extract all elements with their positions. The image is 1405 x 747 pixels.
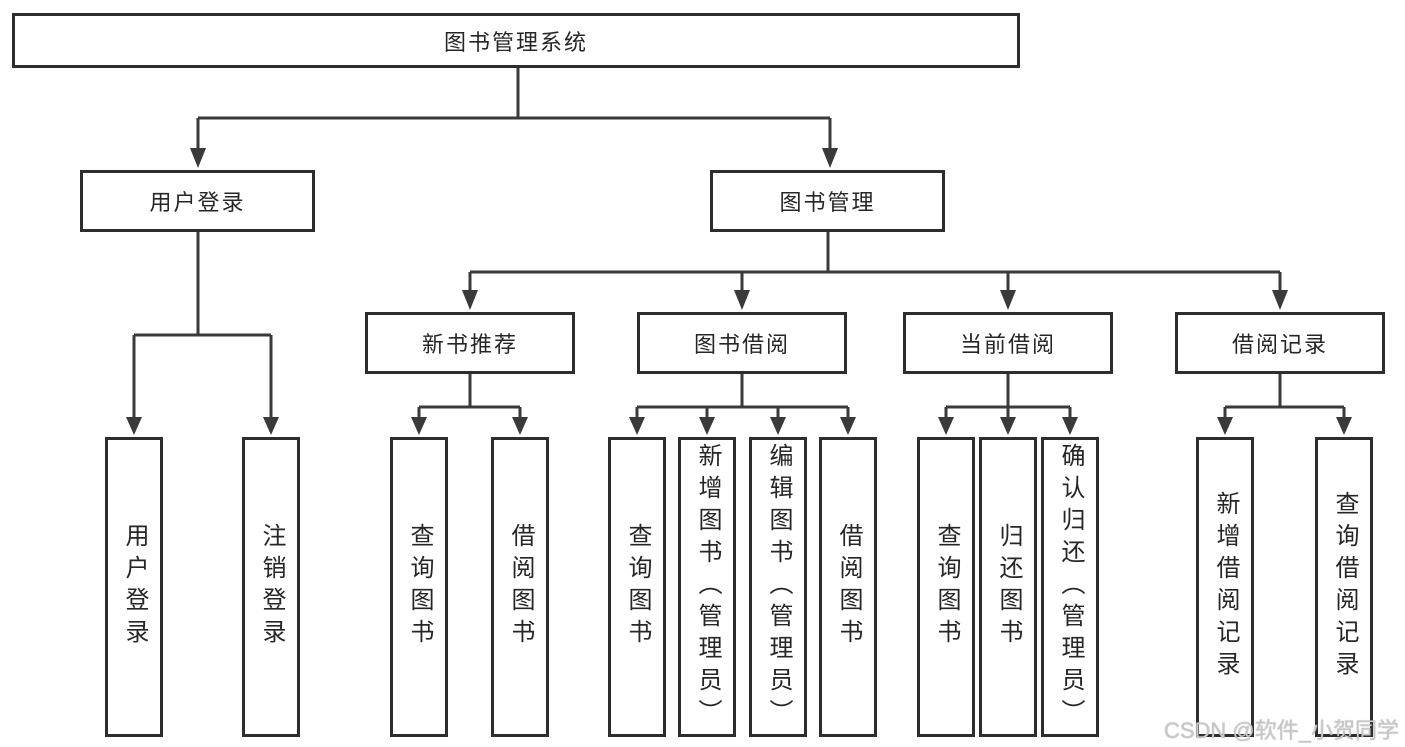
node-current-borrow-label: 当前借阅 — [959, 332, 1056, 357]
node-root-label: 图书管理系统 — [443, 29, 588, 55]
node-leaf-user-login-label: 用户登录 — [121, 523, 148, 651]
connector-user-to-leaves — [126, 232, 279, 435]
node-book-borrow-label: 图书借阅 — [693, 332, 790, 357]
node-book-borrow: 图书借阅 — [637, 312, 847, 374]
node-leaf-current-return-label: 归还图书 — [995, 523, 1022, 651]
node-leaf-record-add-label: 新增借阅记录 — [1212, 491, 1239, 683]
node-leaf-borrow-add: 新增图书（管理员） — [678, 437, 736, 737]
node-current-borrow: 当前借阅 — [903, 312, 1113, 374]
node-leaf-borrow-edit: 编辑图书（管理员） — [749, 437, 807, 737]
connector-root-to-level2 — [190, 68, 838, 168]
node-leaf-borrow-borrow: 借阅图书 — [819, 437, 877, 737]
node-leaf-current-confirm-label: 确认归还（管理员） — [1057, 443, 1084, 731]
node-user-login-label: 用户登录 — [149, 190, 246, 215]
node-leaf-user-logout: 注销登录 — [242, 437, 300, 737]
node-leaf-borrow-add-label: 新增图书（管理员） — [694, 443, 721, 731]
node-leaf-current-confirm: 确认归还（管理员） — [1041, 437, 1099, 737]
node-root: 图书管理系统 — [12, 13, 1020, 68]
node-leaf-recommend-query: 查询图书 — [390, 437, 448, 737]
node-leaf-recommend-borrow: 借阅图书 — [491, 437, 549, 737]
node-book-management-label: 图书管理 — [779, 190, 876, 215]
node-leaf-current-return: 归还图书 — [979, 437, 1037, 737]
node-leaf-recommend-query-label: 查询图书 — [406, 523, 433, 651]
connector-current-to-leaves — [938, 374, 1078, 435]
node-user-login: 用户登录 — [80, 170, 315, 232]
node-leaf-current-query: 查询图书 — [917, 437, 975, 737]
node-leaf-record-query-label: 查询借阅记录 — [1331, 491, 1358, 683]
connector-borrow-to-leaves — [629, 374, 856, 435]
connector-book-to-level3 — [462, 232, 1288, 310]
node-leaf-user-logout-label: 注销登录 — [258, 523, 285, 651]
node-new-book-recommend-label: 新书推荐 — [421, 332, 518, 357]
connector-recommend-to-leaves — [411, 374, 528, 435]
connector-record-to-leaves — [1217, 374, 1352, 435]
node-leaf-recommend-borrow-label: 借阅图书 — [507, 523, 534, 651]
node-leaf-record-query: 查询借阅记录 — [1315, 437, 1373, 737]
node-borrow-record: 借阅记录 — [1175, 312, 1385, 374]
node-leaf-borrow-query-label: 查询图书 — [624, 523, 651, 651]
node-leaf-borrow-borrow-label: 借阅图书 — [835, 523, 862, 651]
node-new-book-recommend: 新书推荐 — [365, 312, 575, 374]
watermark: CSDN @软件_小贺同学 — [1163, 718, 1399, 743]
node-leaf-borrow-edit-label: 编辑图书（管理员） — [765, 443, 792, 731]
node-leaf-borrow-query: 查询图书 — [608, 437, 666, 737]
node-leaf-record-add: 新增借阅记录 — [1196, 437, 1254, 737]
node-borrow-record-label: 借阅记录 — [1231, 332, 1328, 357]
node-leaf-current-query-label: 查询图书 — [933, 523, 960, 651]
node-book-management: 图书管理 — [710, 170, 945, 232]
node-leaf-user-login: 用户登录 — [105, 437, 163, 737]
